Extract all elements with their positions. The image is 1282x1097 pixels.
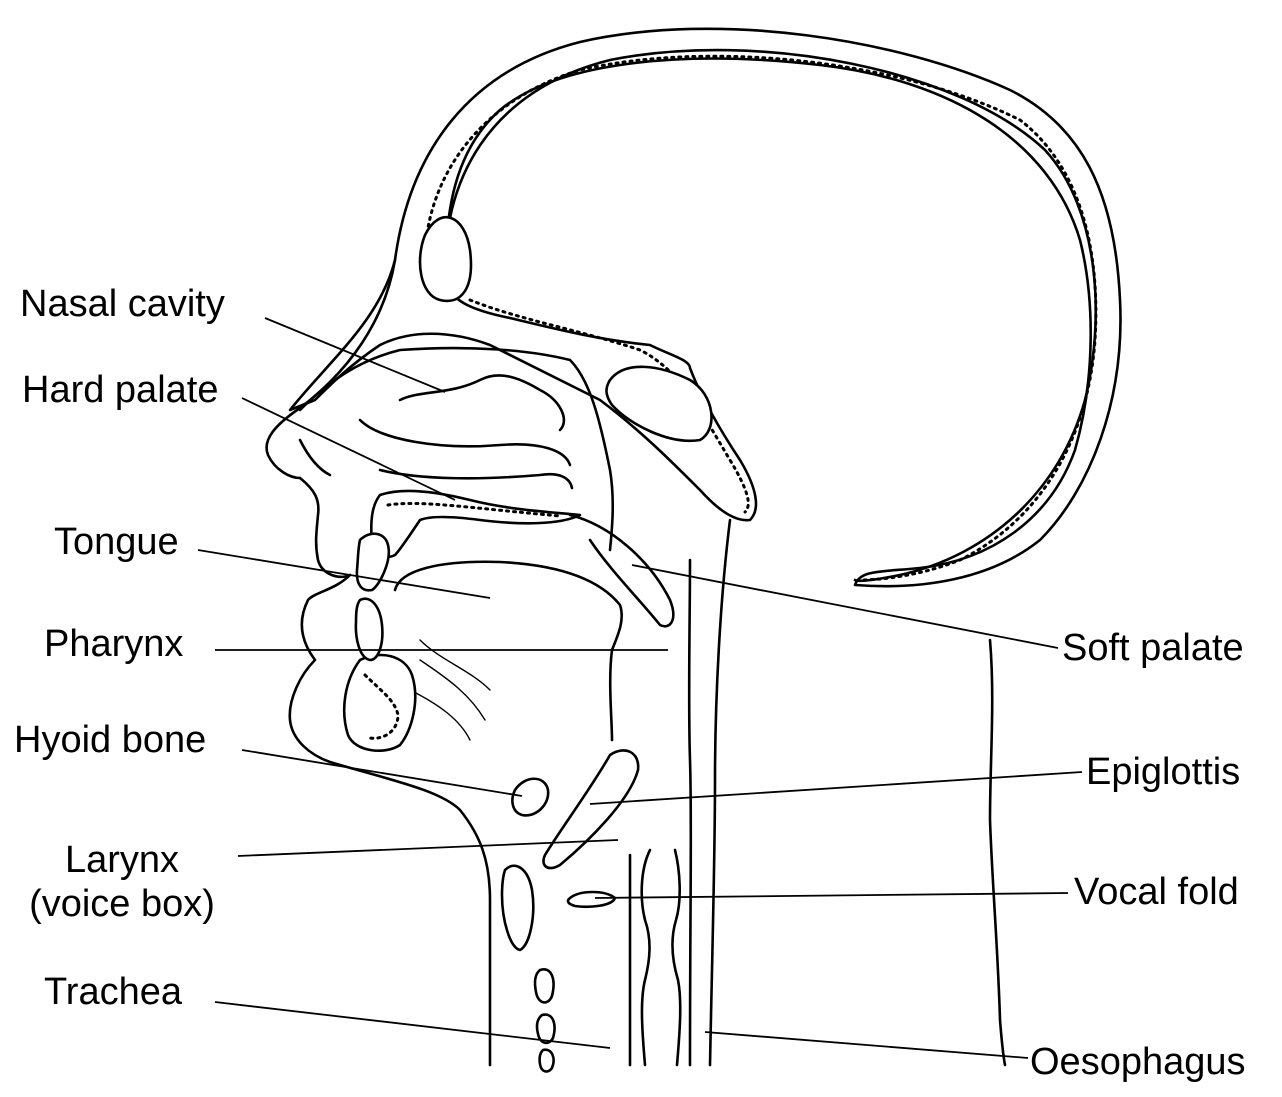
epiglottis — [543, 750, 638, 868]
leader-soft-palate — [632, 565, 1058, 648]
label-larynx-line2: (voice box) — [14, 882, 230, 926]
label-hard-palate: Hard palate — [22, 368, 218, 412]
leader-hyoid-bone — [242, 750, 522, 796]
leader-vocal-fold — [595, 893, 1068, 898]
label-epiglottis: Epiglottis — [1086, 750, 1240, 794]
label-nasal-cavity: Nasal cavity — [20, 282, 225, 326]
label-hyoid-bone: Hyoid bone — [14, 718, 206, 762]
mandible — [344, 599, 415, 751]
larynx — [568, 850, 680, 1065]
hyoid-bone — [512, 779, 548, 816]
label-tongue: Tongue — [54, 520, 179, 564]
label-oesophagus: Oesophagus — [1030, 1040, 1246, 1084]
label-vocal-fold: Vocal fold — [1074, 870, 1239, 914]
label-larynx: Larynx (voice box) — [14, 838, 230, 926]
hard-palate — [357, 491, 580, 590]
label-pharynx: Pharynx — [44, 622, 183, 666]
leader-tongue — [198, 550, 490, 598]
label-trachea: Trachea — [44, 970, 182, 1014]
pharynx — [689, 520, 730, 1065]
leader-oesophagus — [705, 1032, 1028, 1058]
label-soft-palate: Soft palate — [1062, 626, 1244, 670]
leader-hard-palate — [242, 398, 455, 500]
label-larynx-line1: Larynx — [14, 838, 230, 882]
leader-epiglottis — [590, 772, 1082, 804]
